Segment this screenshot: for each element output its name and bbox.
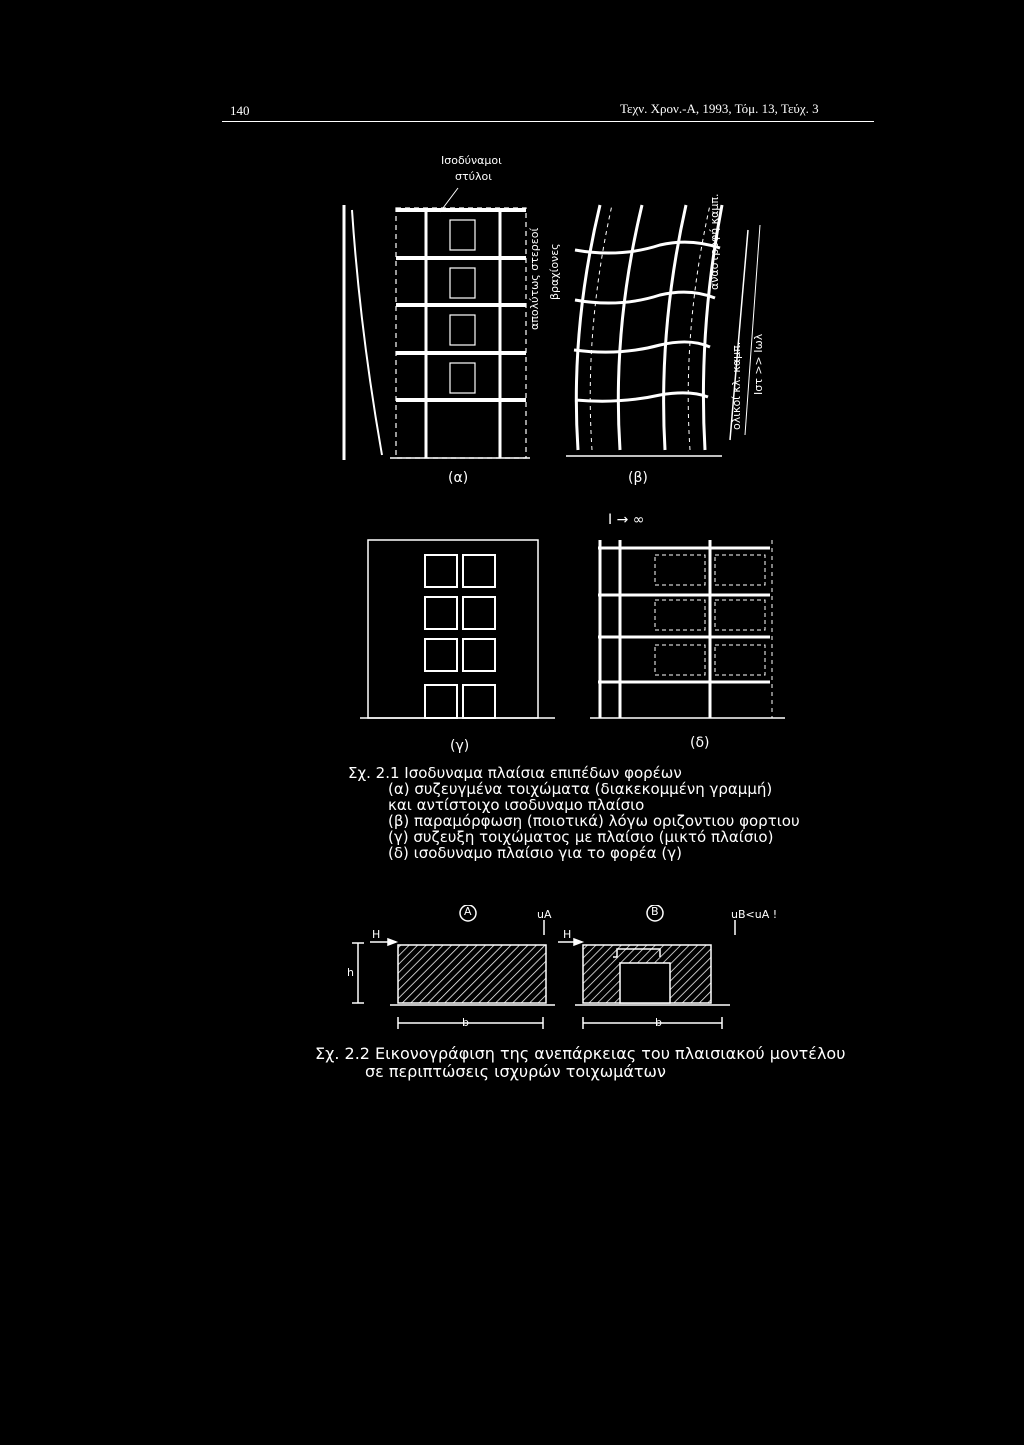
running-header: Τεχν. Χρον.-Α, 1993, Τόμ. 13, Τεύχ. 3: [620, 101, 819, 116]
label-uB: uB<uA !: [731, 908, 778, 921]
label-equivalent-columns-2: στύλοι: [455, 170, 492, 183]
label-equivalent-columns-1: Ισοδύναμοι: [441, 154, 502, 167]
caption-2-1: Σχ. 2.1 Ισοδυναμα πλαίσια επιπέδων φορέω…: [348, 765, 800, 861]
caption-2-1-line-5: (γ) συζευξη τοιχώματος με πλαίσιο (μικτό…: [388, 828, 774, 846]
label-rigid-arms-2: βραχίονες: [548, 243, 561, 300]
label-H-2: H: [563, 928, 572, 941]
label-A: A: [464, 905, 472, 918]
figure-2-1: [342, 187, 785, 719]
caption-2-1-line-3: και αντίστοιχο ισοδυναμο πλαίσιο: [388, 796, 645, 814]
label-d: (δ): [690, 735, 710, 751]
caption-2-2-line-2: σε περιπτώσεις ισχυρών τοιχωμάτων: [365, 1062, 666, 1081]
label-H-1: H: [372, 928, 381, 941]
label-b-side-2: ολικοί κλ. καμπ.: [730, 341, 743, 430]
rigid-arms-text-2: βραχίονες: [548, 243, 561, 300]
rigid-arms-text-1: απολύτως στερεοί: [528, 227, 541, 330]
label-h: h: [347, 966, 354, 979]
label-c: (γ): [450, 738, 470, 754]
page-number: 140: [230, 103, 250, 118]
caption-2-1-line-6: (δ) ισοδυναμο πλαίσιο για το φορέα (γ): [388, 844, 682, 862]
label-b: (β): [628, 470, 648, 486]
figure-2-2: [352, 905, 736, 1029]
label-uA: uA: [537, 908, 552, 921]
caption-2-1-line-1: Σχ. 2.1 Ισοδυναμα πλαίσια επιπέδων φορέω…: [348, 764, 682, 782]
header-rule: [222, 121, 874, 122]
caption-2-2-line-1: Σχ. 2.2 Εικονογράφιση της ανεπάρκειας το…: [315, 1044, 846, 1063]
caption-2-1-line-2: (α) συζευγμένα τοιχώματα (διακεκομμένη γ…: [388, 780, 773, 798]
caption-2-2: Σχ. 2.2 Εικονογράφιση της ανεπάρκειας το…: [315, 1045, 845, 1081]
label-b-dim-2: b: [655, 1016, 662, 1029]
label-a: (α): [448, 470, 469, 486]
label-b-side-3: Ιστ >> Ιωλ: [752, 333, 765, 395]
caption-2-1-line-4: (β) παραμόρφωση (ποιοτικά) λόγω οριζοντι…: [388, 812, 800, 830]
label-b-side-1: αναστροφή καμπ.: [708, 193, 721, 290]
label-B: B: [651, 905, 659, 918]
label-rigid-arms: απολύτως στερεοί: [528, 228, 541, 330]
label-infinity: I → ∞: [608, 512, 645, 528]
label-b-dim-1: b: [462, 1016, 469, 1029]
